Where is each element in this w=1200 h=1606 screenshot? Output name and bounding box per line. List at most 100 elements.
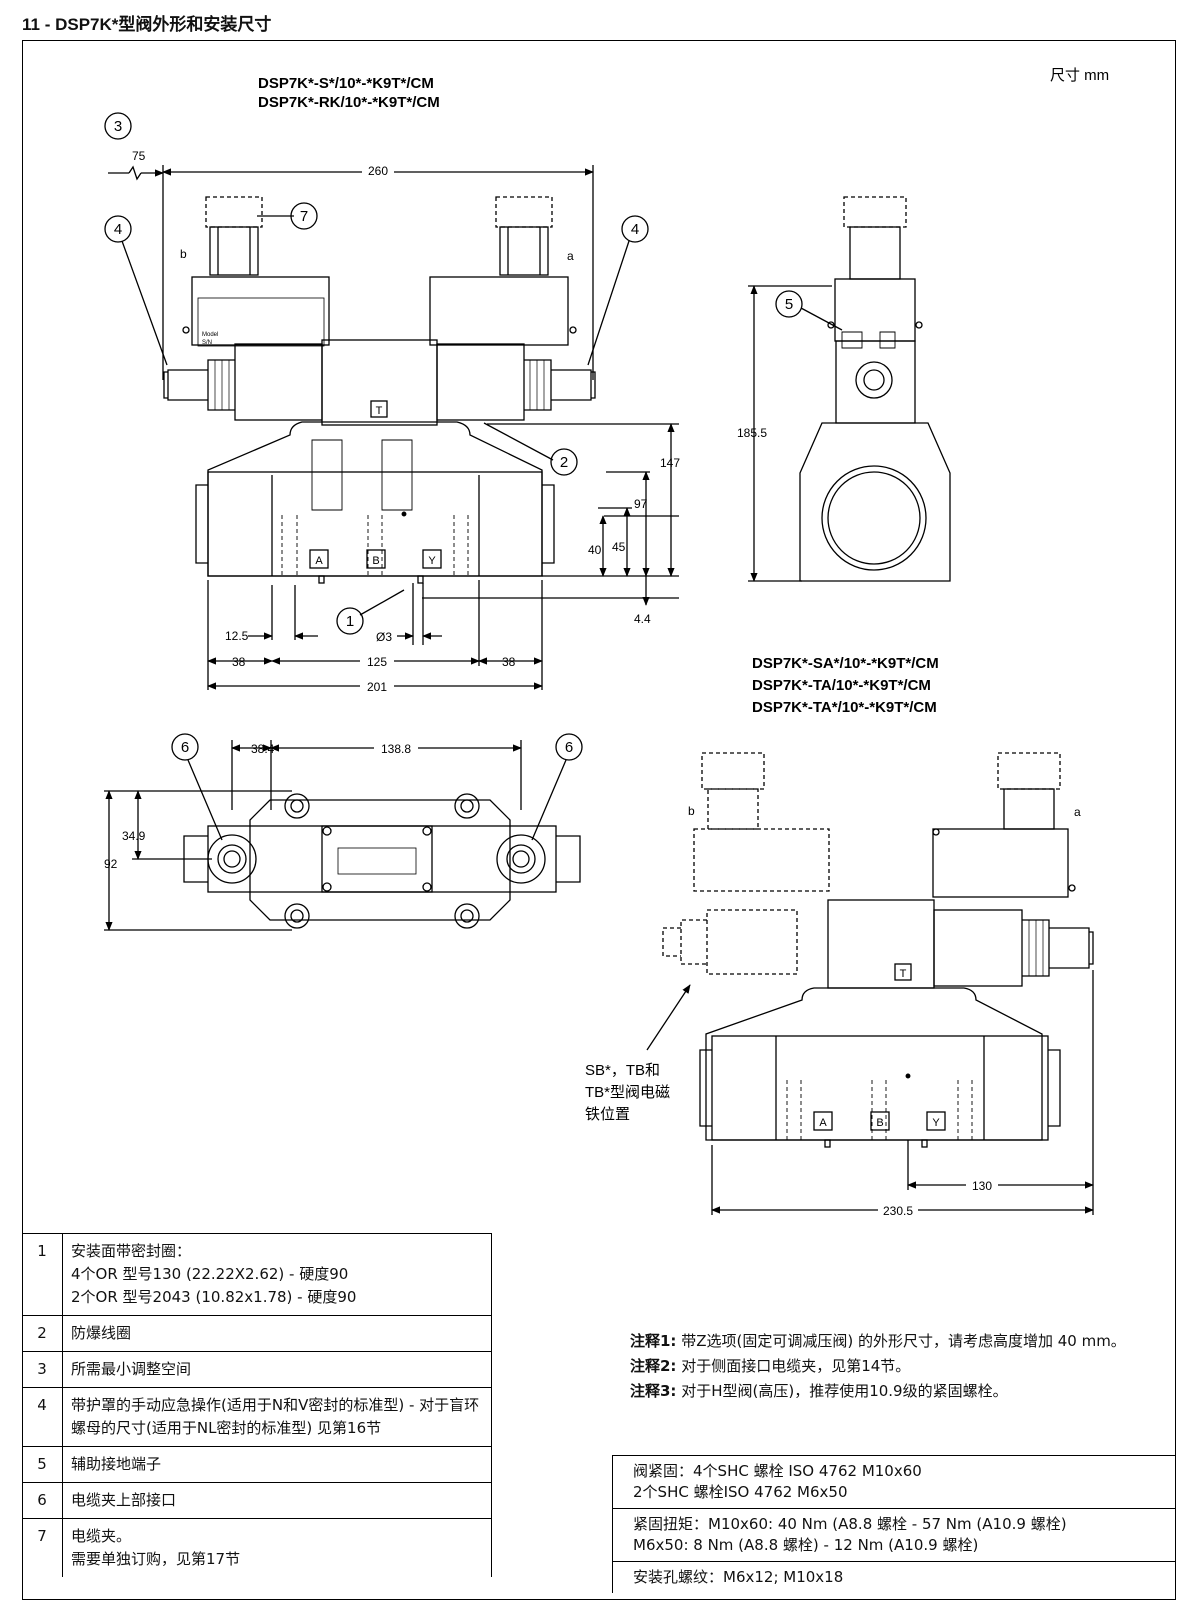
coil-box-right <box>429 276 569 346</box>
bolts-thread: 安装孔螺纹：M6x12; M10x18 <box>612 1561 1176 1593</box>
tank-mark: T <box>376 405 383 417</box>
dim-40: 40 <box>588 543 602 557</box>
port-b-label: B <box>372 555 379 567</box>
bolts-fastening: 阀紧固：4个SHC 螺栓 ISO 4762 M10x60 2个SHC 螺栓ISO… <box>612 1455 1176 1509</box>
callout-1 <box>336 607 364 635</box>
dim-260: 260 <box>368 164 388 178</box>
dim-12-5: 12.5 <box>225 629 249 643</box>
model-label: DSP7K*-RK/10*-*K9T*/CM <box>258 94 440 111</box>
bolts-table: 阀紧固：4个SHC 螺栓 ISO 4762 M10x60 2个SHC 螺栓ISO… <box>612 1455 1176 1593</box>
port-a-label: A <box>819 1117 827 1129</box>
main-body <box>207 421 543 577</box>
dim-92: 92 <box>104 857 118 871</box>
dim-201: 201 <box>367 680 387 694</box>
solenoid-tube-right <box>436 343 525 421</box>
unit-label: 尺寸 mm <box>1050 67 1109 84</box>
model-label: DSP7K*-S*/10*-*K9T*/CM <box>258 75 434 92</box>
note-text: 对于H型阀(高压)，推荐使用10.9级的紧固螺栓。 <box>676 1382 1008 1400</box>
dim-230-5: 230.5 <box>883 1204 913 1218</box>
callout-label: 5 <box>785 296 793 313</box>
nameplate-model: Model <box>202 332 218 338</box>
pilot-body-alt <box>827 899 935 989</box>
dim-125: 125 <box>367 655 387 669</box>
port-y-box <box>422 549 442 569</box>
note-1: 注释1: 带Z选项(固定可调减压阀) 的外形尺寸，请考虑高度增加 40 mm。 <box>630 1330 1150 1353</box>
bolts-torque: 紧固扭矩：M10x60: 40 Nm (A8.8 螺栓 - 57 Nm (A10… <box>612 1508 1176 1562</box>
coil-box-left <box>191 276 330 346</box>
dim-phi3: Ø3 <box>376 630 392 644</box>
callout-6 <box>171 733 199 761</box>
model-label: DSP7K*-SA*/10*-*K9T*/CM <box>752 655 939 672</box>
note-text: 带Z选项(固定可调减压阀) 的外形尺寸，请考虑高度增加 40 mm。 <box>676 1332 1126 1350</box>
dim-97: 97 <box>634 497 648 511</box>
callout-label: 4 <box>114 221 122 238</box>
dim-38-4: 38.4 <box>251 742 275 756</box>
legend-text: 辅助接地端子 <box>62 1446 492 1483</box>
dim-34-9: 34.9 <box>122 829 146 843</box>
callout-7 <box>290 202 318 230</box>
dim-45: 45 <box>612 540 626 554</box>
view-front-alt: DSP7K*-SA*/10*-*K9T*/CM DSP7K*-TA/10*-*K… <box>585 655 1094 1218</box>
view-side: 5 185.5 <box>737 196 951 582</box>
port-b-label: B <box>876 1117 883 1129</box>
pilot-body <box>321 339 438 426</box>
dim-75: 75 <box>132 149 146 163</box>
drawing-frame <box>22 40 1176 1600</box>
solenoid-note-line: 铁位置 <box>585 1106 630 1123</box>
dim-147: 147 <box>660 456 680 470</box>
callout-label: 4 <box>631 221 639 238</box>
legend-text: 防爆线圈 <box>62 1315 492 1352</box>
callout-3 <box>104 112 132 140</box>
callout-label: 6 <box>565 739 573 756</box>
nameplate-sn: S/N <box>202 340 212 346</box>
callout-label: 7 <box>300 208 308 225</box>
top-body <box>249 799 511 921</box>
model-label: DSP7K*-TA*/10*-*K9T*/CM <box>752 699 937 716</box>
dim-185-5: 185.5 <box>737 426 767 440</box>
side-a-label: a <box>567 249 574 263</box>
legend-num: 7 <box>22 1518 63 1577</box>
note-label: 注释1: <box>630 1332 677 1350</box>
callout-4 <box>621 215 649 243</box>
legend-text: 安装面带密封圈： 4个OR 型号130 (22.22X2.62) - 硬度90 … <box>62 1233 492 1316</box>
tank-mark-box <box>370 400 388 418</box>
note-text: 对于侧面接口电缆夹，见第14节。 <box>676 1357 911 1375</box>
notes-block: 注释1: 带Z选项(固定可调减压阀) 的外形尺寸，请考虑高度增加 40 mm。 … <box>630 1330 1150 1405</box>
solenoid-note-line: TB*型阀电磁 <box>585 1084 670 1101</box>
port-a-box <box>309 549 329 569</box>
legend-num: 5 <box>22 1446 63 1483</box>
side-b-label: b <box>688 804 695 818</box>
callout-5 <box>775 290 803 318</box>
legend-num: 2 <box>22 1315 63 1352</box>
legend-text: 带护罩的手动应急操作(适用于N和V密封的标准型) - 对于盲环螺母的尺寸(适用于… <box>62 1387 492 1447</box>
callout-label: 6 <box>181 739 189 756</box>
note-2: 注释2: 对于侧面接口电缆夹，见第14节。 <box>630 1355 1150 1378</box>
side-b-label: b <box>180 247 187 261</box>
model-label: DSP7K*-TA/10*-*K9T*/CM <box>752 677 931 694</box>
dim-38-right: 38 <box>502 655 516 669</box>
legend-text: 电缆夹。 需要单独订购，见第17节 <box>62 1518 492 1577</box>
solenoid-note-line: SB*，TB和 <box>585 1062 660 1079</box>
dim-130: 130 <box>972 1179 992 1193</box>
callout-6 <box>555 733 583 761</box>
dim-138-8: 138.8 <box>381 742 411 756</box>
dim-4-4: 4.4 <box>634 612 651 626</box>
callout-label: 1 <box>346 613 354 630</box>
legend-num: 3 <box>22 1351 63 1388</box>
note-3: 注释3: 对于H型阀(高压)，推荐使用10.9级的紧固螺栓。 <box>630 1380 1150 1403</box>
legend-text: 电缆夹上部接口 <box>62 1482 492 1519</box>
tank-mark: T <box>900 968 907 980</box>
legend-num: 4 <box>22 1387 63 1447</box>
view-top: 6 6 38.4 138.8 92 34.9 <box>104 733 583 931</box>
port-b-box <box>366 549 386 569</box>
port-y-label: Y <box>932 1117 940 1129</box>
legend-num: 1 <box>22 1233 63 1316</box>
section-title: 11 - DSP7K*型阀外形和安装尺寸 <box>22 15 272 34</box>
note-label: 注释2: <box>630 1357 677 1375</box>
